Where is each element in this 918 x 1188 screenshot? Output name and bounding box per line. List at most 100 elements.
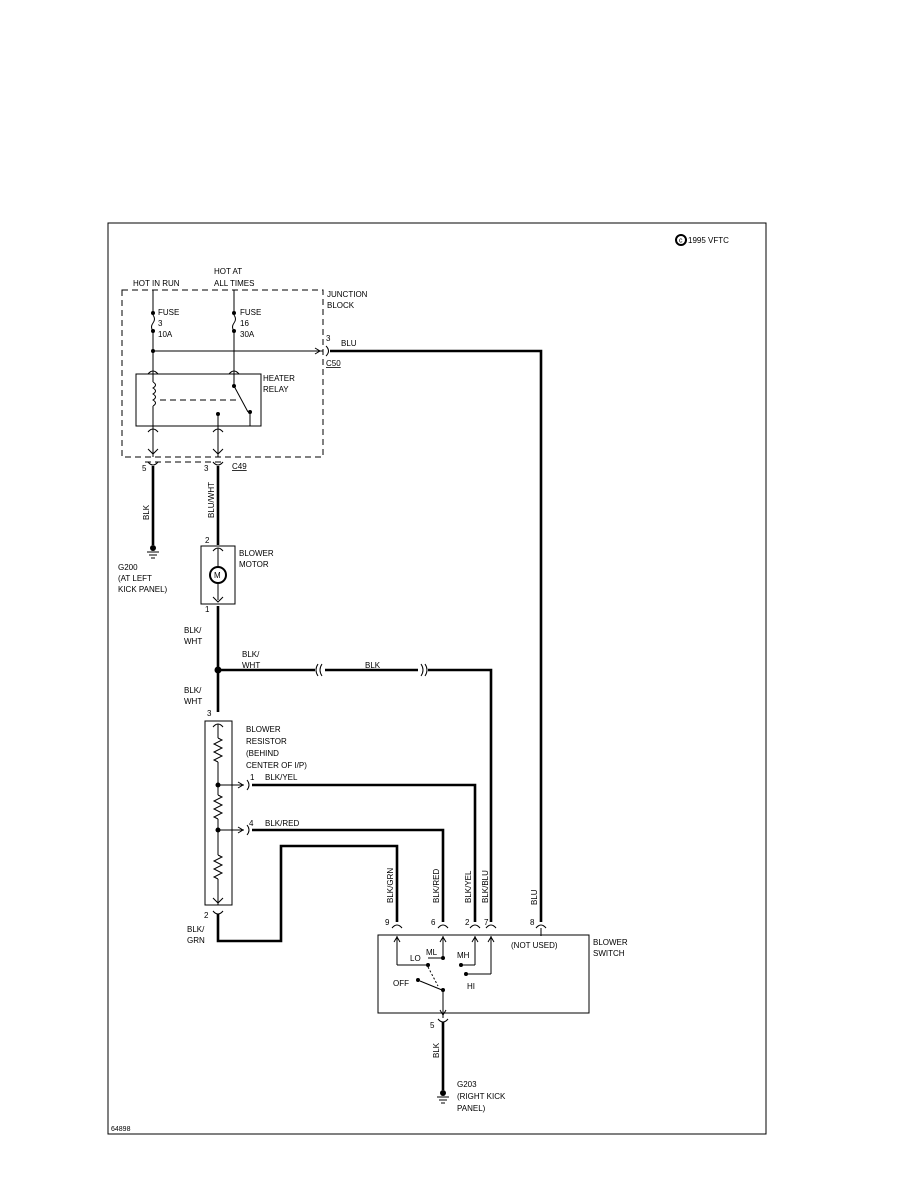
blk-mid-label: BLK <box>365 661 381 670</box>
switch-pin-6: 6 <box>431 918 436 927</box>
not-used-label: (NOT USED) <box>511 941 558 950</box>
arrow-icon <box>212 596 224 603</box>
resistor-pin-4: 4 <box>249 819 254 828</box>
motor-symbol: M <box>214 571 221 580</box>
pos-off-label: OFF <box>393 979 409 988</box>
diagram-frame <box>107 222 767 1135</box>
connector-icon <box>246 779 250 791</box>
c49-pin-5: 5 <box>142 464 147 473</box>
pos-hi-label: HI <box>467 982 475 991</box>
blk-grn-label-1: BLK/ <box>187 925 205 934</box>
blower-motor-box <box>200 545 236 605</box>
fuse-3-number: 3 <box>158 319 163 328</box>
switch-wire-label-blk-grn: BLK/GRN <box>386 868 395 903</box>
arrow-icon <box>237 781 244 789</box>
switch-pin-9: 9 <box>385 918 390 927</box>
blower-switch-label-2: SWITCH <box>593 949 625 958</box>
copyright-icon <box>675 234 687 246</box>
blk-wht-right-label-2: WHT <box>242 661 260 670</box>
inline-connector-icon <box>420 663 428 677</box>
c50-pin: 3 <box>326 334 331 343</box>
arrow-icon <box>439 1009 447 1016</box>
blk-wht-below-label-1: BLK/ <box>184 686 202 695</box>
arrow-icon <box>147 448 159 455</box>
blk-wht-label-1: BLK/ <box>184 626 202 635</box>
fuse-icon <box>232 314 236 332</box>
connector-c50-icon <box>325 345 329 357</box>
hot-in-run-label: HOT IN RUN <box>133 279 180 288</box>
fuse-16-rating: 30A <box>240 330 255 339</box>
switch-wire-label-blk-yel: BLK/YEL <box>464 870 473 903</box>
fuse-3-label: FUSE <box>158 308 179 317</box>
resistor-label-1: BLOWER <box>246 725 281 734</box>
copyright-c: c <box>679 238 683 245</box>
blower-switch-box <box>377 934 590 1014</box>
ground-icon <box>437 1090 449 1104</box>
blk-wht-label-2: WHT <box>184 637 202 646</box>
inline-connector-icon <box>315 663 323 677</box>
blower-switch-label-1: BLOWER <box>593 938 628 947</box>
relay-switch-arm <box>233 385 249 413</box>
blk-g200-wire-label: BLK <box>142 504 151 520</box>
fuse-3: FUSE 3 10A <box>151 290 179 370</box>
resistor-icon <box>212 737 224 763</box>
blower-motor-label-1: BLOWER <box>239 549 274 558</box>
figure-id: 64898 <box>111 1126 131 1133</box>
c50-connector: C50 <box>326 359 341 368</box>
c49-pin-3: 3 <box>204 464 209 473</box>
g203-label-3: PANEL) <box>457 1104 486 1113</box>
blk-red-wire <box>252 828 445 922</box>
motor-icon <box>209 566 227 584</box>
arrow-icon <box>314 347 321 355</box>
ground-icon <box>147 545 159 559</box>
blk-wht-below-label-2: WHT <box>184 697 202 706</box>
c50-wire-label: BLU <box>341 339 357 348</box>
resistor-pin-2: 2 <box>204 911 209 920</box>
copyright-text: 1995 VFTC <box>688 236 729 245</box>
heater-relay-label-2: RELAY <box>263 385 289 394</box>
relay-coil-icon <box>152 381 156 407</box>
blk-wht-right-label-1: BLK/ <box>242 650 260 659</box>
fuse-3-rating: 10A <box>158 330 173 339</box>
blu-wht-wire-label: BLU/WHT <box>207 482 216 518</box>
switch-pin-7: 7 <box>484 918 489 927</box>
switch-pin-2: 2 <box>465 918 470 927</box>
g200-label-3: KICK PANEL) <box>118 585 168 594</box>
switch-pin-5: 5 <box>430 1021 435 1030</box>
switch-wire-label-blk-red: BLK/RED <box>432 869 441 903</box>
switch-wire-label-blk-blu: BLK/BLU <box>481 870 490 903</box>
pos-mh-label: MH <box>457 951 470 960</box>
fuse-16: FUSE 16 30A <box>232 290 261 370</box>
junction-block-label-1: JUNCTION <box>327 290 368 299</box>
resistor-icon <box>212 794 224 820</box>
g203-label-2: (RIGHT KICK <box>457 1092 506 1101</box>
resistor-pin-1: 1 <box>250 773 255 782</box>
arrow-icon <box>487 936 495 943</box>
copyright-mark: c 1995 VFTC <box>675 234 729 246</box>
blk-blu-wire <box>428 668 493 922</box>
arrow-icon <box>237 826 244 834</box>
blu-wire <box>330 349 543 922</box>
heater-relay-label-1: HEATER <box>263 374 295 383</box>
splice-point <box>214 666 222 674</box>
motor-pin-1: 1 <box>205 605 210 614</box>
g203-label-1: G203 <box>457 1080 477 1089</box>
resistor-label-3: (BEHIND <box>246 749 279 758</box>
connector-icon <box>246 824 250 836</box>
resistor-label-4: CENTER OF I/P) <box>246 761 307 770</box>
resistor-icon <box>212 854 224 880</box>
switch-wire-label-blu: BLU <box>530 889 539 905</box>
arrow-icon <box>212 448 224 455</box>
switch-pin-8: 8 <box>530 918 535 927</box>
arrow-icon <box>212 897 224 904</box>
resistor-pin-3: 3 <box>207 709 212 718</box>
fuse-16-label: FUSE <box>240 308 261 317</box>
blk-grn-label-2: GRN <box>187 936 205 945</box>
junction-block-box <box>121 289 324 458</box>
arrow-icon <box>393 936 401 943</box>
pos-lo-label: LO <box>410 954 421 963</box>
hot-at-all-times-label-1: HOT AT <box>214 267 242 276</box>
motor-pin-2: 2 <box>205 536 210 545</box>
g200-label-1: G200 <box>118 563 138 572</box>
